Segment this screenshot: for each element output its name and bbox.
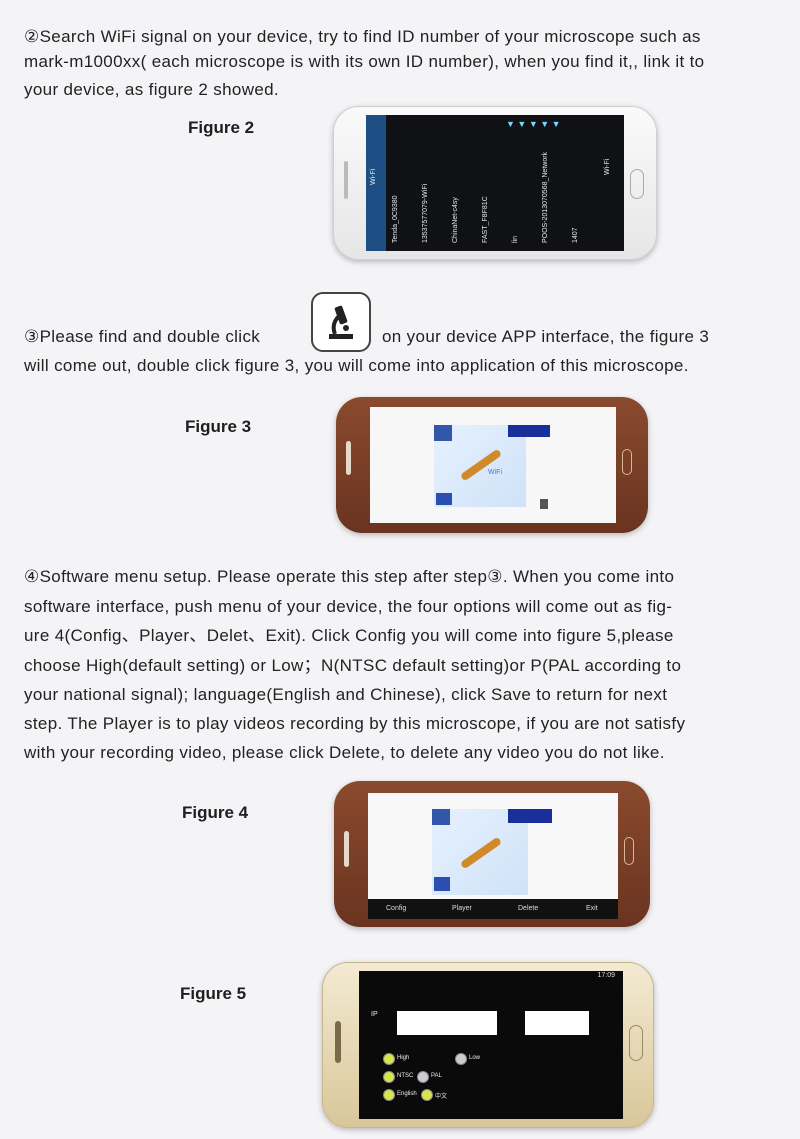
banner-bar: [508, 809, 552, 823]
microscope-app-icon[interactable]: [311, 292, 371, 352]
menu-bar: [368, 899, 618, 919]
step3-line2: will come out, double click figure 3, yo…: [24, 356, 689, 375]
figure2-screen: Wi-Fi Tenda_0C9380 13537577079-WiFi Chin…: [366, 115, 624, 251]
wifi-network-1[interactable]: Tenda_0C9380: [392, 195, 399, 244]
figure2-phone: Wi-Fi Tenda_0C9380 13537577079-WiFi Chin…: [333, 106, 657, 260]
radio-chinese[interactable]: [421, 1089, 433, 1101]
wifi-network-3[interactable]: ChinaNet-c4sy: [452, 197, 459, 243]
step4-line2: software interface, push menu of your de…: [24, 597, 673, 616]
step4-line7: with your recording video, please click …: [24, 743, 665, 762]
camera-icon: [540, 499, 548, 509]
figure5-phone: 17:09 IP High Low NTSC PAL English 中文: [322, 962, 654, 1128]
wifi-text: WiFi: [488, 469, 502, 476]
step4-line4: choose High(default setting) or Low；N(NT…: [24, 656, 682, 675]
step3-suffix: on your device APP interface, the figure…: [382, 327, 710, 346]
phone-speaker: [346, 441, 351, 475]
option-high: High: [397, 1055, 410, 1061]
figure4-phone: Config Player Delete Exit: [334, 781, 650, 927]
figure4-label: Figure 4: [182, 803, 249, 822]
step4-line6: step. The Player is to play videos recor…: [24, 714, 686, 733]
figure5-label: Figure 5: [180, 984, 247, 1003]
menu-exit[interactable]: Exit: [586, 905, 598, 912]
port-input[interactable]: [525, 1011, 589, 1035]
option-chinese: 中文: [435, 1094, 448, 1100]
radio-high[interactable]: [383, 1053, 395, 1065]
menu-delete[interactable]: Delete: [518, 905, 539, 912]
wifi-header: Wi-Fi: [370, 168, 377, 185]
step4-line1: ④Software menu setup. Please operate thi…: [24, 567, 675, 586]
laptop-icon-small: [436, 493, 452, 505]
banner-bar: [508, 425, 550, 437]
laptop-icon: [434, 425, 452, 441]
step2-line2: mark-m1000xx( each microscope is with it…: [24, 52, 705, 71]
step2-line3: your device, as figure 2 showed.: [24, 80, 280, 99]
laptop-icon-small: [434, 877, 450, 891]
option-low: Low: [469, 1055, 481, 1061]
step3-prefix: ③Please find and double click: [24, 327, 261, 346]
home-button: [629, 1025, 643, 1061]
home-button: [622, 449, 632, 475]
option-pal: PAL: [431, 1073, 442, 1079]
radio-english[interactable]: [383, 1089, 395, 1101]
laptop-icon: [432, 809, 450, 825]
figure2-label: Figure 2: [188, 118, 255, 137]
menu-config[interactable]: Config: [386, 905, 407, 912]
step4-line5: your national signal); language(English …: [24, 685, 668, 704]
status-time: 17:09: [597, 972, 615, 979]
phone-speaker: [335, 1021, 341, 1063]
menu-player[interactable]: Player: [452, 905, 472, 912]
home-button: [624, 837, 634, 865]
home-button: [630, 169, 644, 199]
wifi-network-6[interactable]: POOS-2013070568_Network: [542, 151, 549, 243]
phone-speaker: [344, 161, 348, 199]
figure3-screen: WiFi: [370, 407, 616, 523]
radio-low[interactable]: [455, 1053, 467, 1065]
wifi-network-7[interactable]: 1407: [572, 227, 579, 243]
wifi-network-4[interactable]: FAST_F8F81C: [482, 196, 489, 243]
wifi-network-5[interactable]: lin: [512, 235, 519, 243]
figure5-screen: 17:09 IP High Low NTSC PAL English 中文: [359, 971, 623, 1119]
wifi-signal-icon: ▼ ▼ ▼ ▼ ▼: [506, 119, 561, 129]
figure4-screen: Config Player Delete Exit: [368, 793, 618, 919]
radio-pal[interactable]: [417, 1071, 429, 1083]
ip-input[interactable]: [397, 1011, 497, 1035]
option-english: English: [397, 1091, 417, 1097]
step4-line3: ure 4(Config、Player、Delet、Exit). Click C…: [24, 626, 674, 645]
figure3-label: Figure 3: [185, 417, 252, 436]
wifi-network-2[interactable]: 13537577079-WiFi: [422, 183, 429, 243]
phone-speaker: [344, 831, 349, 867]
wifi-header-bar: [366, 115, 386, 251]
ip-label: IP: [371, 1011, 378, 1018]
step2-line1: ②Search WiFi signal on your device, try …: [24, 27, 701, 46]
radio-ntsc[interactable]: [383, 1071, 395, 1083]
figure3-phone: WiFi: [336, 397, 648, 533]
option-ntsc: NTSC: [397, 1073, 414, 1079]
wifi-toggle-label[interactable]: Wi-Fi: [604, 158, 611, 175]
